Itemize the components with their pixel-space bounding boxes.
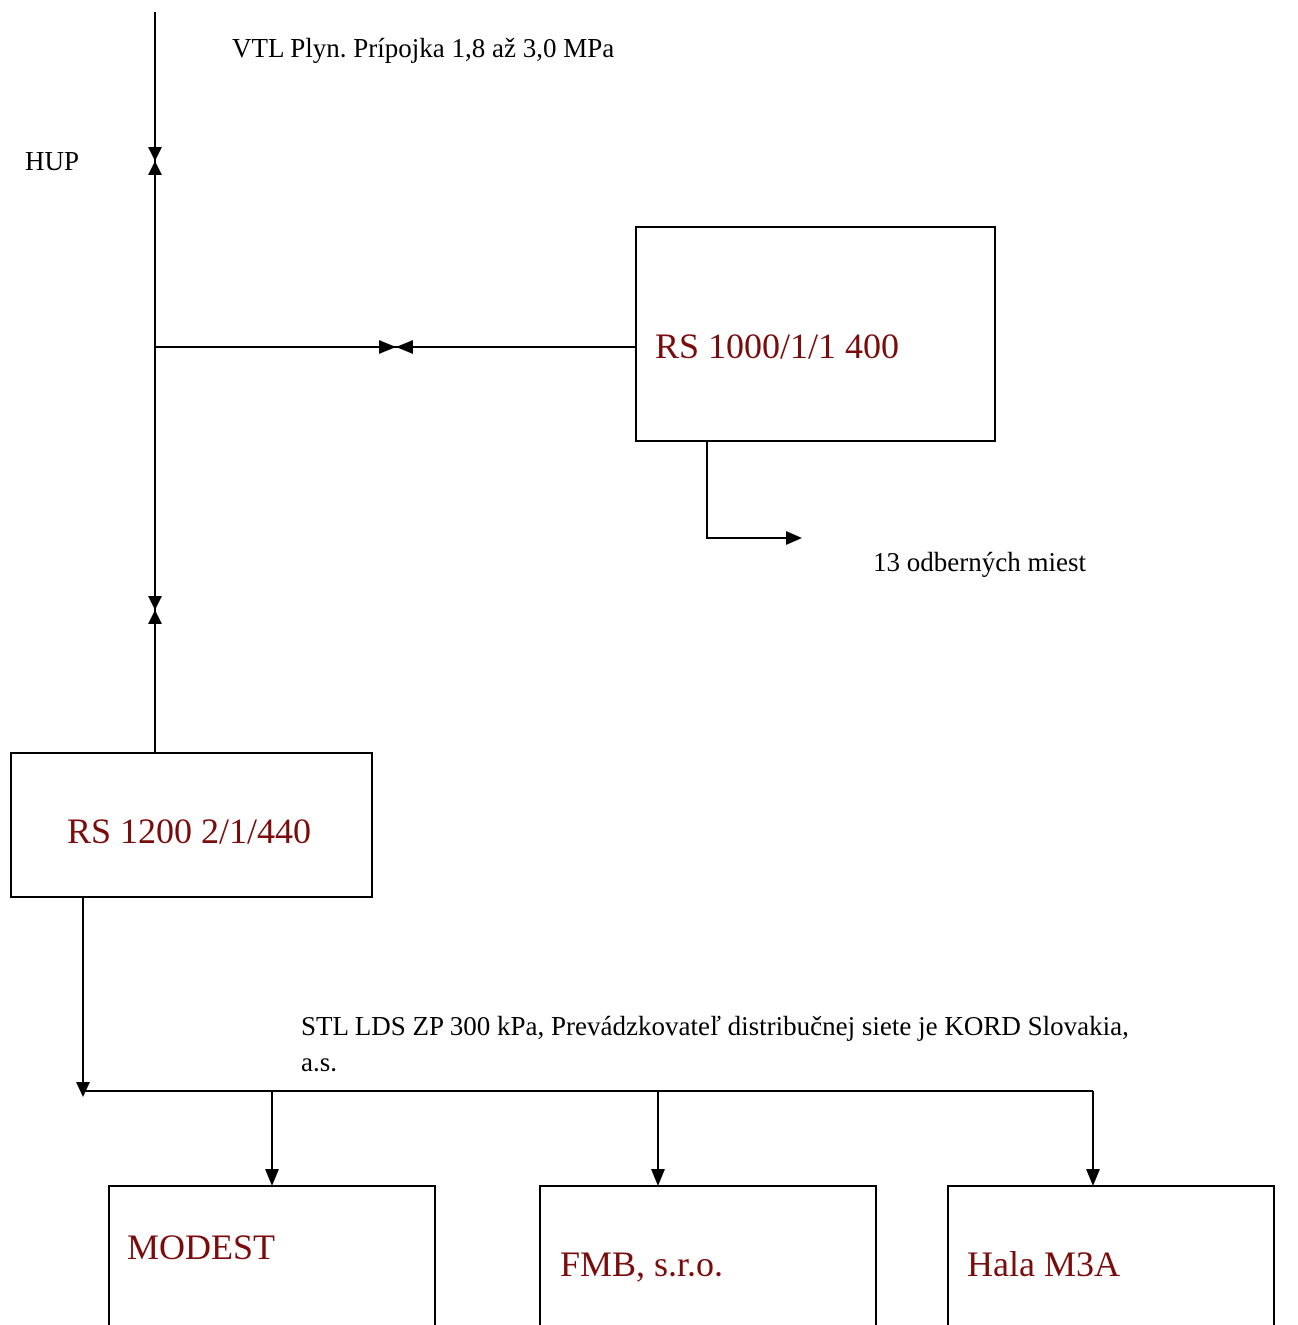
modest-label: MODEST bbox=[127, 1227, 275, 1267]
hup-valve-lower-icon bbox=[148, 161, 162, 175]
rs1000-label: RS 1000/1/1 400 bbox=[655, 326, 899, 366]
hup-valve-upper-icon bbox=[148, 147, 162, 161]
drop-fmb-arrow-icon bbox=[651, 1169, 665, 1186]
modest-box bbox=[108, 1185, 436, 1325]
rs1000-outlet-pipe bbox=[706, 441, 788, 539]
fmb-label: FMB, s.r.o. bbox=[560, 1244, 723, 1284]
vtl-label: VTL Plyn. Prípojka 1,8 až 3,0 MPa bbox=[232, 33, 614, 63]
stl-label-line2: a.s. bbox=[301, 1047, 337, 1077]
stl-label-line1: STL LDS ZP 300 kPa, Prevádzkovateľ distr… bbox=[301, 1011, 1129, 1041]
hala-label: Hala M3A bbox=[967, 1244, 1120, 1284]
odberne-miesta-label: 13 odberných miest bbox=[873, 547, 1086, 577]
outlet-arrow-icon bbox=[786, 531, 802, 545]
rs1200-box bbox=[10, 752, 373, 898]
fmb-box bbox=[539, 1185, 877, 1325]
drop-hala-arrow-icon bbox=[1086, 1169, 1100, 1186]
hala-box bbox=[947, 1185, 1275, 1325]
rs1000-box bbox=[635, 226, 996, 442]
rs1200-label: RS 1200 2/1/440 bbox=[67, 811, 311, 851]
branch-valve-right-icon bbox=[396, 340, 413, 354]
lower-valve-upper-icon bbox=[148, 596, 162, 610]
drop-modest-arrow-icon bbox=[265, 1169, 279, 1186]
lower-valve-lower-icon bbox=[148, 610, 162, 624]
rs1200-outlet-arrow-icon bbox=[76, 1082, 90, 1097]
hup-label: HUP bbox=[25, 146, 79, 176]
branch-valve-left-icon bbox=[379, 340, 396, 354]
